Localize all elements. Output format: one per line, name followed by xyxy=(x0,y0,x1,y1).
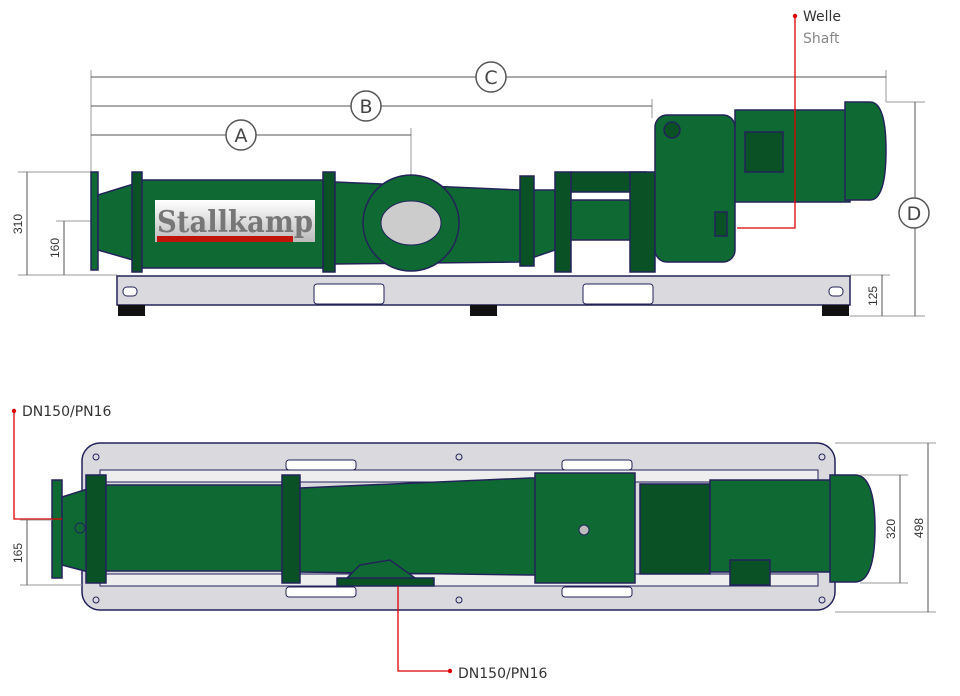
dimension-d: D xyxy=(850,101,930,317)
inlet-callout: DN150/PN16 xyxy=(11,404,112,520)
dimension-c: C xyxy=(90,61,887,172)
pump-body-top xyxy=(51,472,876,587)
dimension-a-label: A xyxy=(235,125,248,147)
dimension-d-label: D xyxy=(907,203,922,225)
dimension-c-label: C xyxy=(484,67,497,89)
outlet-label: DN150/PN16 xyxy=(458,666,548,682)
dimension-160: 160 xyxy=(48,238,62,258)
dimension-a: A xyxy=(91,119,412,180)
inlet-label: DN150/PN16 xyxy=(22,404,112,420)
side-view: C B A D 310 160 125 xyxy=(11,9,930,317)
dimension-165: 165 xyxy=(11,543,25,563)
brand-logo-text: Stallkamp xyxy=(157,205,313,240)
dimension-310: 310 xyxy=(11,214,25,234)
shaft-label-de: Welle xyxy=(803,9,841,25)
shaft-label-en: Shaft xyxy=(803,31,840,47)
pump-body xyxy=(90,101,887,273)
stallkamp-logo: Stallkamp xyxy=(155,200,315,242)
base-frame xyxy=(116,275,851,316)
dimension-320: 320 xyxy=(884,519,898,539)
dimension-498: 498 xyxy=(912,518,926,538)
dimension-b: B xyxy=(91,90,653,122)
dimension-125: 125 xyxy=(866,286,880,306)
shaft-callout: Welle Shaft xyxy=(737,9,841,229)
top-view: DN150/PN16 DN150/PN16 165 320 498 xyxy=(11,404,936,682)
outlet-callout: DN150/PN16 xyxy=(397,586,548,682)
dimension-b-label: B xyxy=(359,96,372,118)
